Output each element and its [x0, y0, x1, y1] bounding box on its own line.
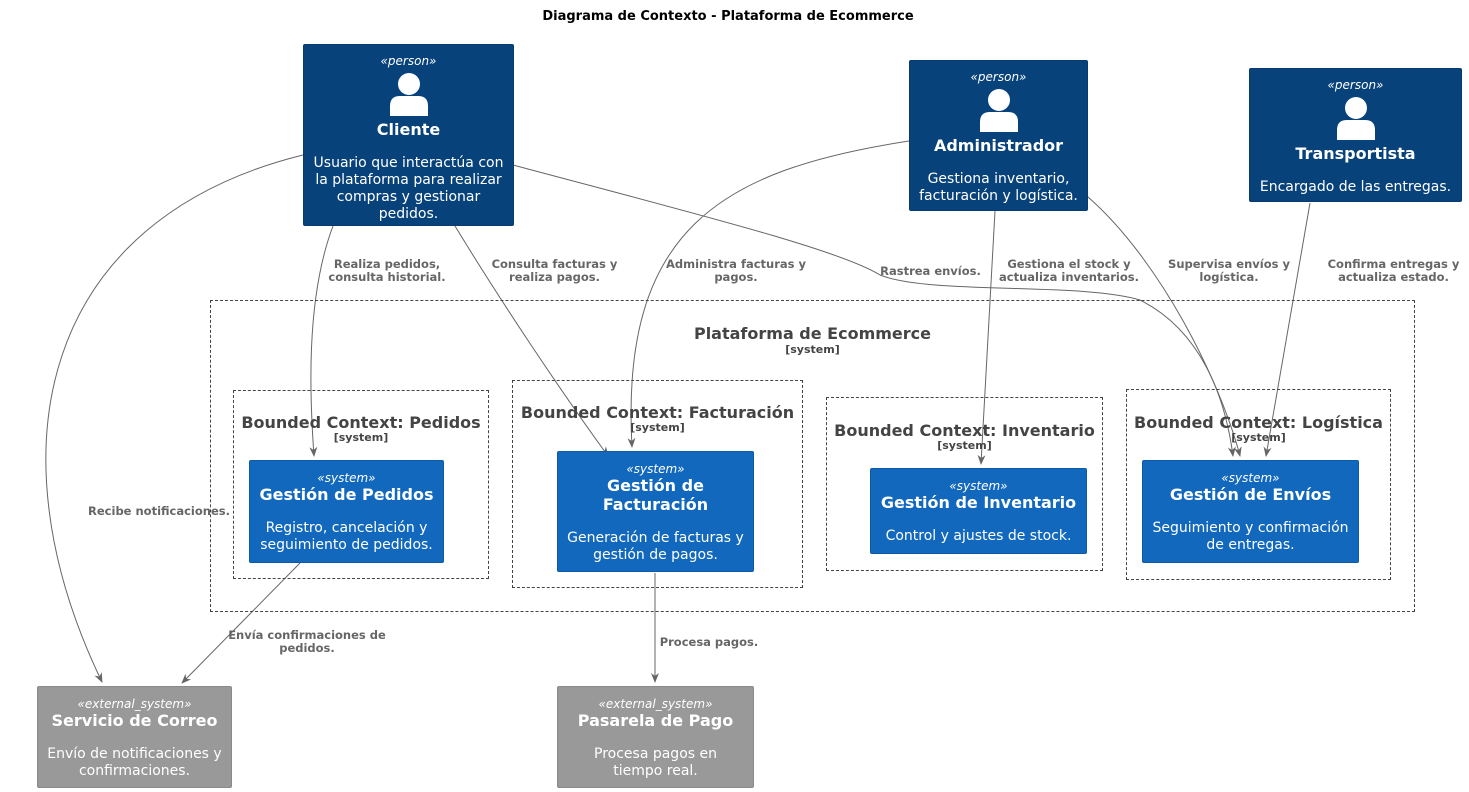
boundary-pedidos: Bounded Context: Pedidos [system] [233, 390, 489, 579]
node-administrador-stereotype: «person» [970, 70, 1027, 84]
edge-label: Gestiona el stock y actualiza inventario… [999, 257, 1139, 284]
node-gestion-envios-description: Seguimiento y confirmación de entregas. [1152, 520, 1349, 553]
boundary-facturacion: Bounded Context: Facturación [system] [512, 380, 803, 588]
edge-cliente-correo [45, 154, 304, 683]
node-gestion-facturacion-description: Generación de facturas y gestión de pago… [567, 530, 744, 563]
node-gestion-pedidos[interactable]: «system» Gestión de Pedidos Registro, ca… [249, 460, 444, 563]
diagram-title: Diagrama de Contexto - Plataforma de Eco… [542, 9, 914, 24]
boundary-facturacion-title: Bounded Context: Facturación [520, 403, 795, 422]
person-icon [389, 73, 428, 116]
node-gestion-envios[interactable]: «system» Gestión de Envíos Seguimiento y… [1142, 460, 1359, 563]
edge-transportista-envios [1263, 202, 1311, 457]
node-cliente[interactable]: «person» Cliente Usuario que interactúa … [303, 44, 514, 226]
edge-cliente-facturacion [454, 225, 609, 457]
node-gestion-pedidos-description: Registro, cancelación y seguimiento de p… [260, 520, 433, 553]
boundary-logistica-title: Bounded Context: Logística [1134, 413, 1383, 432]
node-gestion-envios-name: Gestión de Envíos [1169, 485, 1332, 504]
boundary-inventario-type: [system] [937, 439, 992, 452]
node-transportista-description: Encargado de las entregas. [1259, 179, 1452, 195]
edge-admin-facturacion [627, 140, 910, 448]
node-pasarela-pago-stereotype: «external_system» [598, 697, 713, 711]
node-pasarela-pago[interactable]: «external_system» Pasarela de Pago Proce… [557, 686, 754, 788]
node-cliente-name: Cliente [376, 120, 441, 139]
node-administrador[interactable]: «person» Administrador Gestiona inventar… [909, 60, 1088, 211]
node-gestion-facturacion-stereotype: «system» [626, 462, 685, 476]
node-cliente-stereotype: «person» [380, 54, 437, 68]
node-transportista[interactable]: «person» Transportista Encargado de las … [1249, 68, 1462, 202]
edge-admin-inventario [977, 210, 996, 465]
node-servicio-correo-name: Servicio de Correo [51, 711, 218, 730]
edge-pedidos-correo [181, 562, 301, 684]
node-gestion-inventario-name: Gestión de Inventario [880, 493, 1077, 512]
person-icon [979, 89, 1018, 132]
edge-admin-envios [1087, 196, 1242, 457]
edge-label: Administra facturas y pagos. [665, 257, 806, 284]
boundary-logistica: Bounded Context: Logística [system] [1126, 389, 1391, 580]
boundary-inventario: Bounded Context: Inventario [system] [826, 397, 1103, 571]
node-cliente-description: Usuario que interactúa con la plataforma… [313, 155, 504, 222]
edge-label: Rastrea envíos. [880, 264, 981, 278]
edge-label: Consulta facturas y realiza pagos. [491, 257, 618, 284]
node-gestion-inventario-description: Control y ajustes de stock. [885, 528, 1072, 544]
node-pasarela-pago-description: Procesa pagos en tiempo real. [594, 746, 717, 779]
boundary-logistica-type: [system] [1231, 431, 1286, 444]
node-transportista-stereotype: «person» [1327, 78, 1384, 92]
boundary-pedidos-type: [system] [333, 431, 389, 444]
edge-label: Envía confirmaciones de pedidos. [228, 628, 386, 655]
node-pasarela-pago-name: Pasarela de Pago [577, 711, 734, 730]
node-servicio-correo-description: Envío de notificaciones y confirmaciones… [47, 746, 222, 779]
node-gestion-envios-stereotype: «system» [1221, 471, 1280, 485]
node-administrador-name: Administrador [933, 136, 1064, 155]
boundary-plataforma-title: Plataforma de Ecommerce [693, 324, 932, 343]
boundary-inventario-title: Bounded Context: Inventario [834, 421, 1095, 440]
edge-label: Realiza pedidos, consulta historial. [328, 257, 446, 284]
boundary-plataforma-ecommerce: Plataforma de Ecommerce [system] [210, 300, 1415, 612]
boundary-plataforma-type: [system] [785, 343, 840, 356]
node-servicio-correo[interactable]: «external_system» Servicio de Correo Env… [37, 686, 232, 788]
node-gestion-inventario-stereotype: «system» [949, 479, 1008, 493]
edge-label: Recibe notificaciones. [88, 504, 230, 518]
edge-label: Confirma entregas y actualiza estado. [1327, 257, 1460, 284]
node-servicio-correo-stereotype: «external_system» [77, 697, 192, 711]
node-gestion-facturacion[interactable]: «system» Gestión de Facturación Generaci… [557, 451, 754, 572]
node-gestion-pedidos-stereotype: «system» [317, 471, 376, 485]
boundary-pedidos-title: Bounded Context: Pedidos [241, 413, 481, 432]
node-gestion-facturacion-name: Gestión de Facturación [602, 476, 709, 514]
node-gestion-inventario[interactable]: «system» Gestión de Inventario Control y… [870, 468, 1087, 554]
edge-label: Procesa pagos. [659, 635, 759, 649]
edge-label: Supervisa envíos y logística. [1168, 257, 1290, 284]
person-icon [1336, 97, 1375, 140]
node-gestion-pedidos-name: Gestión de Pedidos [259, 485, 434, 504]
boundary-facturacion-type: [system] [630, 421, 685, 434]
edge-cliente-pedidos [309, 225, 334, 457]
node-transportista-name: Transportista [1295, 144, 1416, 163]
edge-cliente-envios [512, 164, 1236, 457]
node-administrador-description: Gestiona inventario, facturación y logís… [919, 171, 1078, 204]
